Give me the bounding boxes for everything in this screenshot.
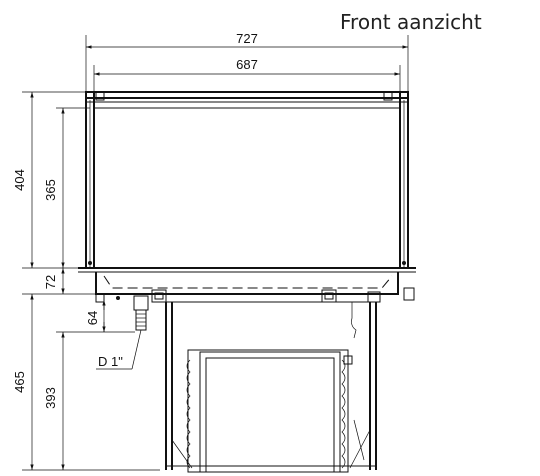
- dim-outer-width-label: 727: [236, 31, 258, 46]
- dim-365-label: 365: [43, 179, 58, 201]
- screw-right: [402, 261, 406, 265]
- support-frame: [165, 301, 377, 470]
- view-title: Front aanzicht: [340, 10, 482, 34]
- dim-inner-width-label: 687: [236, 57, 258, 72]
- dim-64-label: 64: [85, 311, 100, 325]
- dim-465-label: 465: [12, 371, 27, 393]
- drain-label: D 1": [98, 354, 123, 369]
- screw-left: [88, 261, 92, 265]
- dim-404-label: 404: [12, 169, 27, 191]
- condenser-unit: [171, 349, 371, 473]
- dim-393-label: 393: [43, 387, 58, 409]
- drain-callout: D 1": [96, 329, 142, 370]
- dim-72-label: 72: [43, 275, 58, 289]
- dim-inner-width: 687: [93, 57, 401, 92]
- drain-fitting: [133, 295, 149, 331]
- cabinet-base: [78, 267, 416, 303]
- cabinet-upper: [85, 91, 409, 269]
- dim-outer-width: 727: [85, 31, 409, 92]
